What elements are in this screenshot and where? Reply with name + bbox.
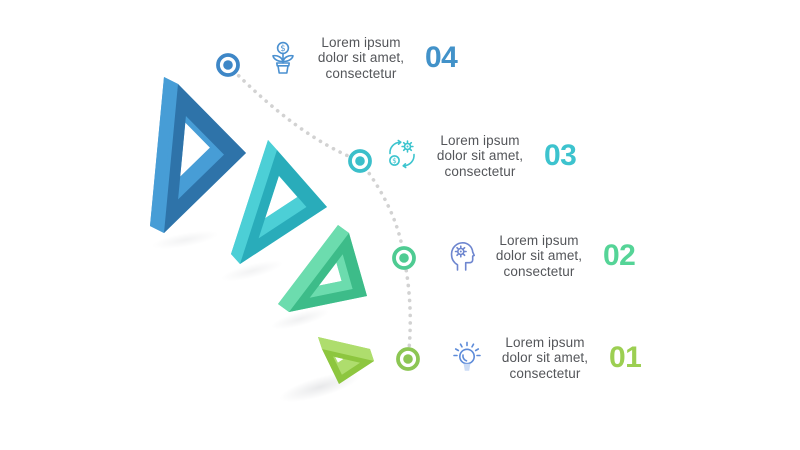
step-label: Lorem ipsum dolor sit amet, consectetur [310, 35, 412, 82]
step-row-04: $ Lorem ipsum dolor sit amet, consectetu… [266, 28, 458, 88]
step-label: Lorem ipsum dolor sit amet, consectetur [429, 133, 531, 180]
step-number: 03 [544, 139, 577, 172]
step-label: Lorem ipsum dolor sit amet, consectetur [494, 335, 596, 382]
label-line: dolor sit amet, [436, 148, 524, 164]
triangle-shadow [270, 308, 330, 330]
process-gears-icon: $ [385, 138, 419, 174]
triangle-step-01 [318, 337, 374, 384]
marker-step-02 [392, 246, 416, 270]
triangle-step-04 [150, 77, 246, 233]
label-line: Lorem ipsum [505, 334, 585, 350]
label-line: Lorem ipsum [321, 34, 401, 50]
step-row-01: Lorem ipsum dolor sit amet, consectetur … [450, 328, 642, 388]
label-line: Lorem ipsum [440, 132, 520, 148]
triangle-shadow [151, 230, 219, 250]
step-number: 02 [603, 239, 636, 272]
label-line: dolor sit amet, [317, 50, 405, 66]
label-line: dolor sit amet, [501, 350, 589, 366]
step-label: Lorem ipsum dolor sit amet, consectetur [488, 233, 590, 280]
dotted-arc [226, 63, 413, 361]
label-line: consectetur [509, 365, 581, 381]
step-number: 04 [425, 41, 458, 74]
svg-text:$: $ [392, 157, 396, 165]
triangle-step-03 [231, 140, 327, 264]
marker-step-01 [396, 347, 420, 371]
marker-step-03 [348, 149, 372, 173]
marker-step-04 [216, 53, 240, 77]
label-line: consectetur [325, 65, 397, 81]
triangle-step-02 [278, 225, 367, 312]
label-line: dolor sit amet, [495, 248, 583, 264]
triangle-shadow [220, 260, 284, 282]
lightbulb-icon [450, 340, 484, 376]
label-line: consectetur [444, 163, 516, 179]
step-row-03: $ Lorem ipsum dolor sit amet, consectetu… [385, 126, 577, 186]
money-plant-icon: $ [266, 40, 300, 76]
label-line: Lorem ipsum [499, 232, 579, 248]
svg-text:$: $ [280, 44, 285, 54]
step-row-02: Lorem ipsum dolor sit amet, consectetur … [444, 226, 636, 286]
step-number: 01 [609, 341, 642, 374]
label-line: consectetur [503, 263, 575, 279]
head-gear-icon [444, 238, 478, 274]
